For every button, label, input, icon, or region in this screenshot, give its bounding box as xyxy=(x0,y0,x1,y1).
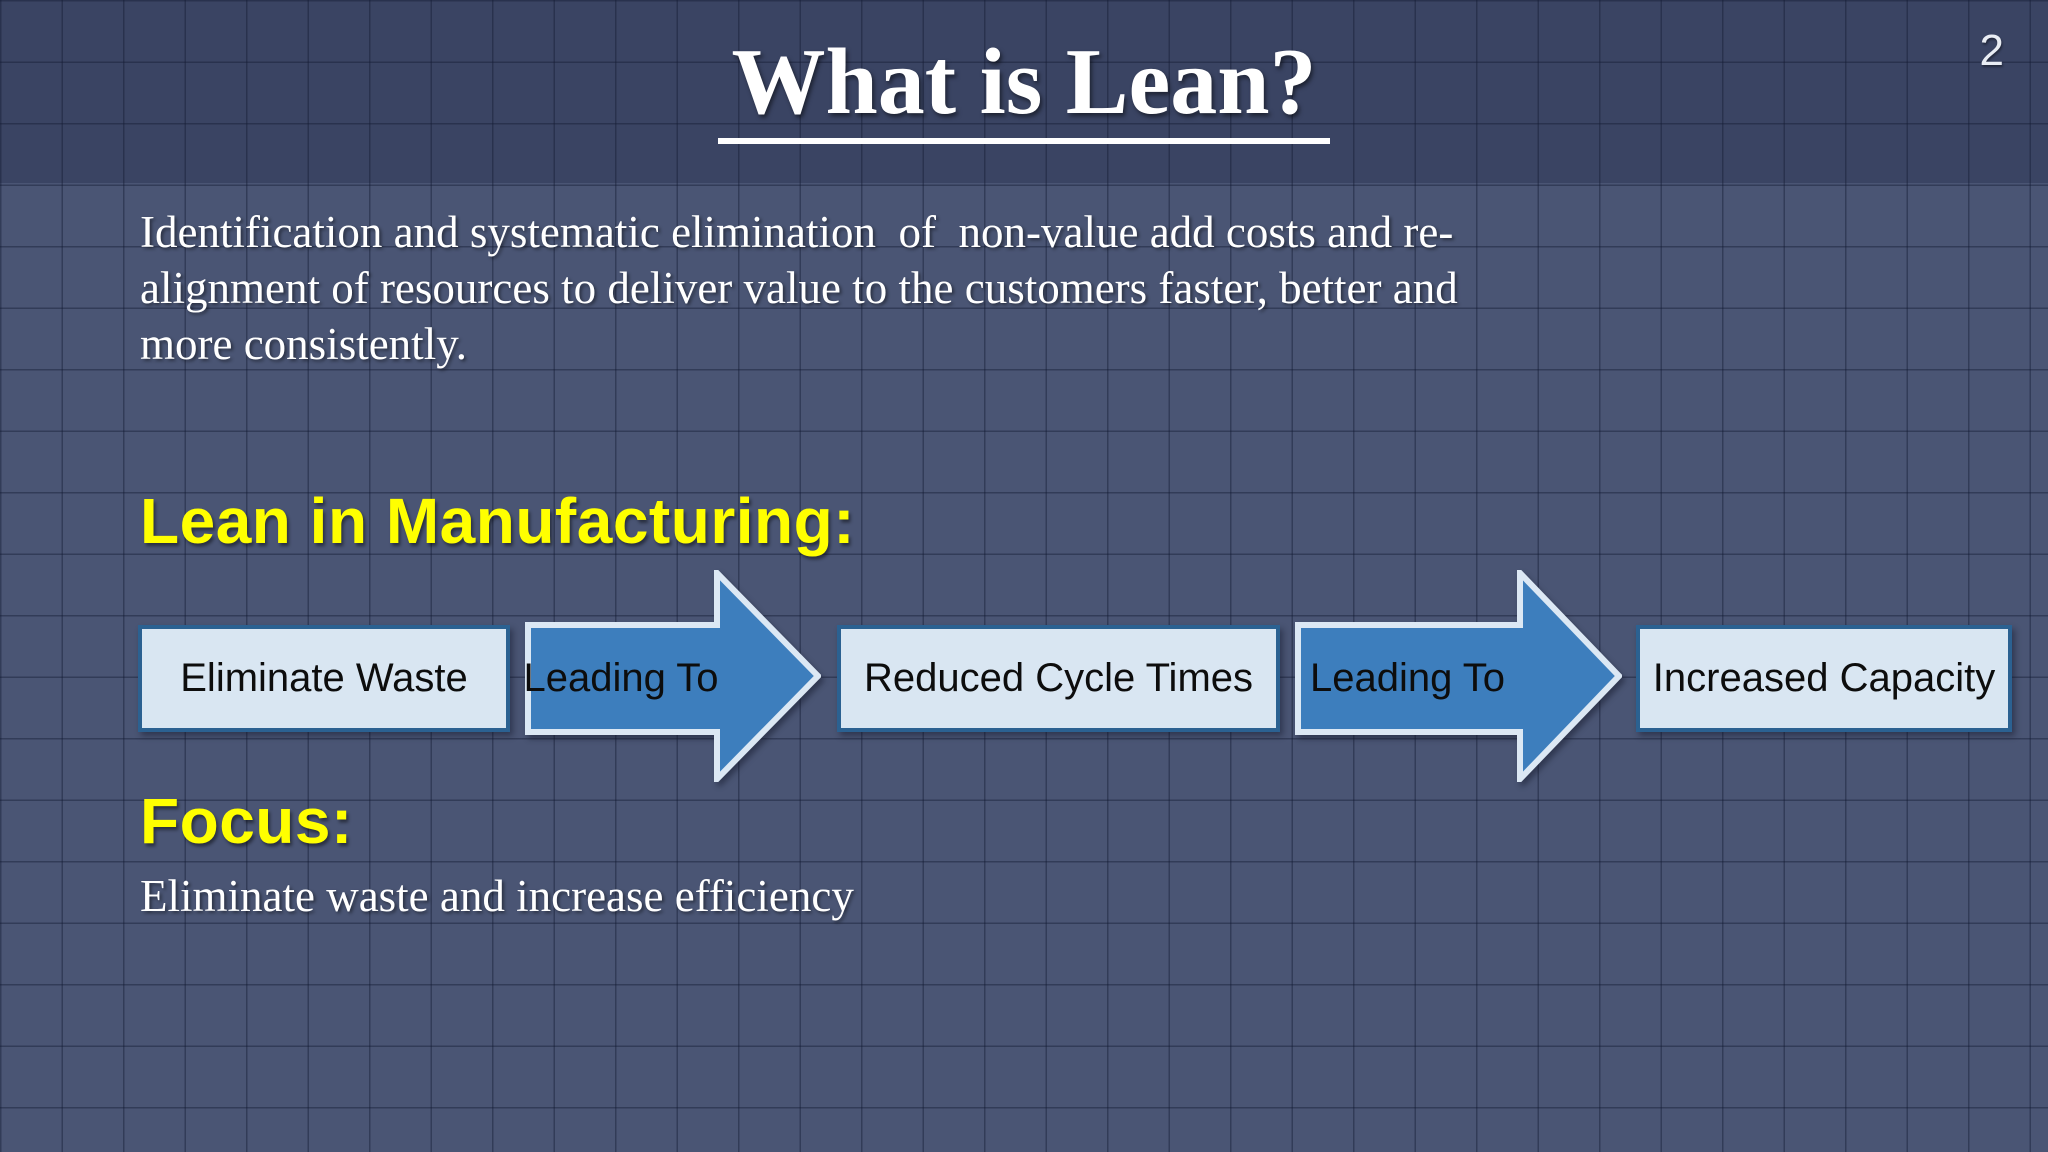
flow-box-label: Reduced Cycle Times xyxy=(863,656,1254,700)
lean-in-manufacturing-heading: Lean in Manufacturing: xyxy=(140,485,855,557)
flow-box-label: Increased Capacity xyxy=(1652,656,1996,700)
flow-box-increased-capacity: Increased Capacity xyxy=(1636,625,2012,732)
intro-line-1: Identification and systematic eliminatio… xyxy=(140,207,1454,257)
flow-diagram: Eliminate Waste Leading To Reduced Cycle… xyxy=(0,570,2048,782)
right-arrow-shape xyxy=(1295,570,1622,782)
flow-arrow-label-2: Leading To xyxy=(1310,656,1505,700)
header-band xyxy=(0,0,2048,183)
focus-heading: Focus: xyxy=(140,785,353,857)
focus-text: Eliminate waste and increase efficiency xyxy=(140,871,854,921)
intro-paragraph: Identification and systematic eliminatio… xyxy=(140,204,1560,372)
intro-line-2: alignment of resources to deliver value … xyxy=(140,263,1458,313)
flow-arrow-label-1: Leading To xyxy=(523,656,719,700)
right-arrow-shape xyxy=(525,570,821,782)
page-number: 2 xyxy=(1979,26,2004,75)
flow-box-reduced-cycle-times: Reduced Cycle Times xyxy=(837,625,1280,732)
title-container: What is Lean? xyxy=(0,33,2048,144)
flow-arrow-leading-to-1 xyxy=(525,570,821,782)
intro-line-3: more consistently. xyxy=(140,319,468,369)
flow-arrow-leading-to-2 xyxy=(1295,570,1622,782)
flow-box-label: Eliminate Waste xyxy=(180,656,468,700)
flow-box-eliminate-waste: Eliminate Waste xyxy=(138,625,510,732)
slide-title: What is Lean? xyxy=(717,33,1331,144)
